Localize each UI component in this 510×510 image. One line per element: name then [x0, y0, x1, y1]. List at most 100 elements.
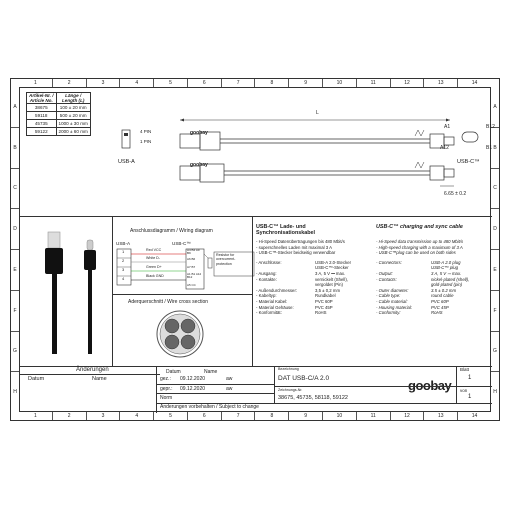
ruler-mark: 10 — [322, 79, 356, 87]
ruler-mark: 12 — [389, 412, 424, 420]
ruler-mark: 13 — [423, 79, 457, 87]
ruler-mark: 14 — [457, 79, 491, 87]
pin-a-3: 3 — [122, 267, 125, 272]
specs-row: - Connectors:USB-A 2.0 plug — [376, 259, 461, 265]
ruler-mark: 5 — [153, 412, 187, 420]
dimension-label: 6.65 ± 0.2 — [444, 191, 467, 197]
pin-a1-label: A1 — [444, 124, 451, 130]
ruler-mark: 7 — [220, 79, 255, 87]
cable-photo — [45, 231, 96, 354]
wiring-usba-label: USB-A — [116, 241, 131, 246]
resistor-note: Resistor for overcurrent-protection — [216, 253, 236, 266]
ruler-mark: 5 — [153, 79, 187, 87]
wire-cross-section — [156, 310, 204, 358]
ruler-mark: B — [491, 126, 499, 168]
specs-row: - Kabeltyp:Rundkabel — [256, 293, 336, 299]
divider-v2 — [252, 216, 253, 366]
specs-en-title: USB-C™ charging and sync cable — [376, 224, 463, 230]
specs-row: - Kontakte:vernickelt (Shell), — [256, 276, 348, 282]
specs-de-bullet: - superschnelles Laden mit maximal 3 A — [256, 244, 332, 250]
wire-white: White D- — [146, 256, 160, 260]
specs-de-title-2: Synchronisationskabel — [256, 230, 316, 236]
pin-a-1: 1 — [122, 249, 125, 254]
specs-row: - Contacts:nickel-plated (shell), — [376, 276, 470, 282]
specs-row: - Material Gehäuse:PVC 45P — [256, 304, 333, 310]
specs-german: USB-C™ Lade- und Synchronisationskabel -… — [256, 224, 374, 316]
connector-logo-top: goobay — [190, 130, 208, 136]
specs-row: - Außendurchmesser:3,5 ± 0,2 mm — [256, 287, 341, 293]
tb-row-datum: Datum — [28, 376, 45, 382]
ruler-mark: 6 — [186, 79, 221, 87]
ruler-mark: H — [491, 371, 499, 412]
specs-row: - Cable material:PVC 60P — [376, 298, 449, 304]
tb-h4 — [274, 386, 492, 387]
pin-c-4: A1 B1 A12 B12 — [187, 272, 202, 280]
tb-zeichnung: 38675, 45735, 58118, 59122 — [278, 395, 348, 401]
specs-row: - Material Kabel:PVC 60P — [256, 298, 333, 304]
pin-c-1: A4 B4 A9 B9 — [187, 248, 200, 256]
specs-en-bullet: - Hi-Speed data transmission up to 480 M… — [376, 239, 464, 244]
tb-blatt: 1 — [468, 375, 472, 381]
ruler-mark: 9 — [288, 79, 322, 87]
wire-black: Black GND — [146, 274, 164, 278]
ruler-mark: 4 — [119, 79, 153, 87]
tb-h1 — [156, 384, 274, 385]
ruler-mark: A — [13, 103, 17, 110]
tb-von: 1 — [468, 394, 472, 400]
pin-a-4: 4 — [122, 276, 125, 281]
pin-c-3: A7 B7 — [187, 265, 196, 269]
specs-row: vergoldet (Pin) — [315, 282, 343, 288]
article-no-header: Artikel-Nr. /Article No. — [26, 92, 57, 104]
ruler-mark: 12 — [389, 79, 424, 87]
usba-label: USB-A — [118, 159, 135, 165]
ruler-mark: C — [11, 167, 19, 209]
tb-h3 — [156, 403, 492, 404]
ruler-mark: 7 — [220, 412, 255, 420]
specs-row: - Konformität:RoHS — [256, 310, 327, 316]
tb-name-header: Name — [204, 369, 218, 375]
wire-green: Green D+ — [146, 265, 162, 269]
ruler-mark: 9 — [288, 412, 322, 420]
specs-row: - Ausgang:3 A, 5 V ⎓ max. — [256, 270, 346, 276]
ruler-mark: C — [491, 167, 499, 209]
specs-en-bullet: - High-speed charging with a maximum of … — [376, 244, 463, 250]
specs-row: - Conformity:RoHS — [376, 310, 443, 316]
specs-row: - Housing material:PVC 45P — [376, 304, 449, 310]
wiring-diagram-title: Anschlussdiagramm / Wiring diagram — [130, 228, 213, 234]
ruler-mark: 1 — [34, 80, 37, 86]
tb-h2 — [156, 393, 274, 394]
specs-row: - Outer diameter:3.5 ± 0.2 mm — [376, 287, 457, 293]
ruler-mark: A — [493, 103, 497, 110]
cable-technical-drawing — [121, 118, 479, 187]
usbc-label: USB-C™ — [457, 159, 480, 165]
pin-a12-label: A12 — [440, 145, 449, 151]
divider-v1 — [112, 216, 113, 366]
divider-2 — [112, 294, 252, 295]
ruler-mark: 3 — [85, 79, 120, 87]
tb-name-2: aw — [226, 386, 233, 392]
tb-v3 — [456, 366, 457, 403]
pin-c-2: A6 B6 — [187, 257, 196, 261]
ruler-mark: 4 — [119, 412, 153, 420]
pin-b12-label: B12 — [486, 124, 495, 130]
connector-logo-bottom: goobay — [190, 162, 208, 168]
specs-row: - Output:3 A, 5 V ⎓ max. — [376, 270, 462, 276]
article-table: Artikel-Nr. /Article No. Länge /Length (… — [26, 92, 91, 136]
tb-zeichnung-label: Zeichnungs-Nr. — [278, 388, 303, 392]
ruler-mark: G — [491, 330, 499, 372]
wiring-usbc-label: USB-C™ — [172, 241, 191, 246]
tb-date-1: 09.12.2020 — [180, 376, 206, 382]
pin1-label: 1 PIN — [140, 139, 152, 144]
tb-bezeichnung-label: Bezeichnung — [278, 367, 299, 371]
ruler-mark: D — [491, 208, 499, 249]
specs-row: - Cable type:round cable — [376, 293, 454, 299]
ruler-mark: 10 — [322, 412, 356, 420]
ruler-mark: 8 — [254, 412, 288, 420]
tb-footer: Änderungen vorbehalten / Subject to chan… — [160, 404, 259, 410]
